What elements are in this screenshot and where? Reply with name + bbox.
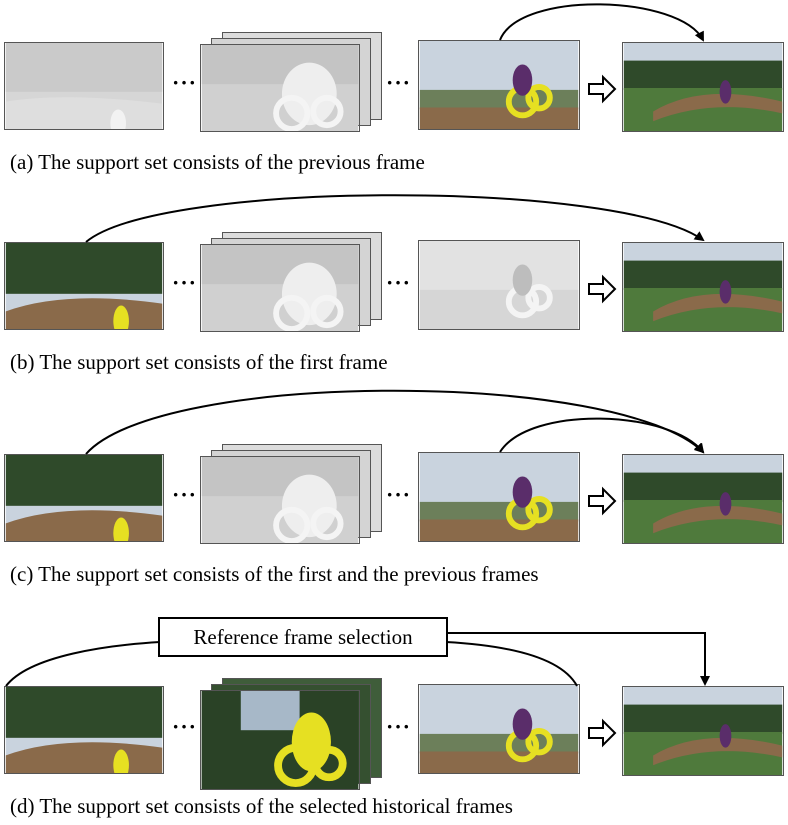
hollow-arrow-icon [588,274,617,304]
frame-first-dimmed-image [5,43,163,129]
frame-first-dimmed [4,42,164,130]
panel-c: ··· ··· (c) The sup [0,412,788,592]
frame-previous [418,40,580,130]
frame-previous-image [419,685,579,773]
frame-target-image [623,243,783,331]
panel-b: ··· ··· (b) The support se [0,200,788,380]
frame-target [622,454,784,544]
frame-target-image [623,687,783,775]
frame-middle-dimmed [200,244,360,332]
ellipsis-2: ··· [386,482,412,507]
frame-first-image [5,687,163,773]
frame-target-image [623,43,783,131]
caption-c: (c) The support set consists of the firs… [10,562,539,586]
frame-first-image [5,243,163,329]
arrow-to-target-b [587,274,617,309]
ellipsis-2: ··· [386,70,412,95]
frame-middle-dimmed [200,44,360,132]
frame-target [622,42,784,132]
ellipsis-1: ··· [172,70,198,95]
hollow-arrow-icon [588,486,617,516]
frame-previous-dimmed-image [419,241,579,329]
frame-middle-selected-image [201,691,359,789]
frame-first [4,454,164,542]
caption-d: (d) The support set consists of the sele… [10,794,513,818]
frame-middle-selected [200,690,360,790]
arrow-to-target-d [587,718,617,753]
ellipsis-1: ··· [172,270,198,295]
frame-target [622,686,784,776]
ellipsis-2: ··· [386,714,412,739]
ellipsis-2: ··· [386,270,412,295]
ellipsis-1: ··· [172,482,198,507]
frame-previous-image [419,453,579,541]
frame-previous-dimmed [418,240,580,330]
reference-frame-selection-box: Reference frame selection [158,617,448,657]
frame-middle-dimmed [200,456,360,544]
panel-a: ··· ··· (a) The sup [0,0,788,180]
frame-target [622,242,784,332]
frame-middle-dimmed-image [201,245,359,331]
arrow-to-target-c [587,486,617,521]
frame-first-image [5,455,163,541]
frame-first [4,242,164,330]
hollow-arrow-icon [588,74,617,104]
frame-first [4,686,164,774]
arrow-to-target-a [587,74,617,109]
caption-a: (a) The support set consists of the prev… [10,150,425,174]
caption-b: (b) The support set consists of the firs… [10,350,388,374]
frame-previous [418,452,580,542]
hollow-arrow-icon [588,718,617,748]
frame-middle-dimmed-image [201,45,359,131]
ellipsis-1: ··· [172,714,198,739]
frame-middle-dimmed-image [201,457,359,543]
frame-previous-image [419,41,579,129]
frame-previous [418,684,580,774]
panel-d: ··· ··· (d) The sup [0,644,788,825]
frame-target-image [623,455,783,543]
